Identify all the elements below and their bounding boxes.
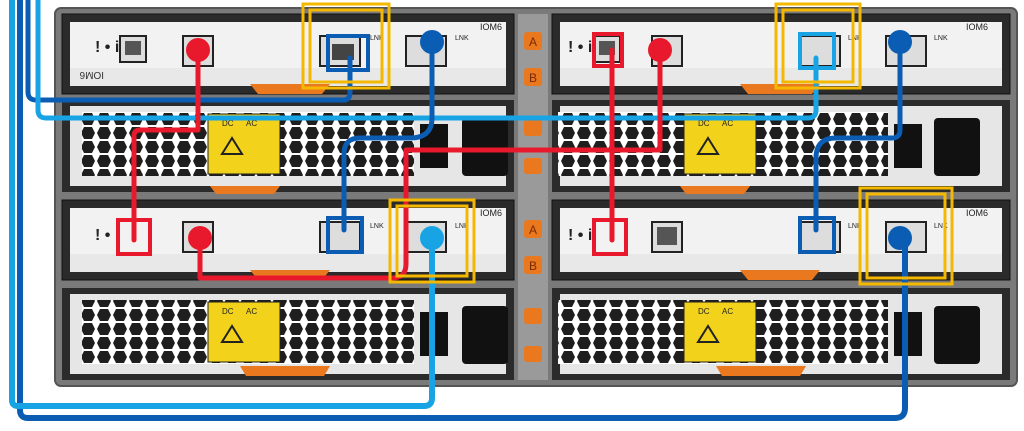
dark-blue-cable-3: [813, 39, 903, 233]
dark-blue-cable-outer: [17, 0, 908, 421]
highlight-boxes: [301, 2, 954, 286]
port-label: LNK: [848, 223, 862, 230]
port-label: LNK: [455, 223, 469, 230]
iom-label: IOM6: [966, 22, 988, 32]
power-inlet-icon: [462, 306, 508, 364]
psu-bottom-left: DC AC: [62, 288, 514, 380]
shelf-id-b-lower: B: [524, 256, 542, 274]
psu-bottom-right: DC AC: [552, 288, 1010, 380]
port-label: LNK: [370, 223, 384, 230]
iom-label: IOM6: [966, 208, 988, 218]
light-blue-cable-outer: [9, 0, 435, 409]
shelf-id-b: B: [524, 68, 542, 86]
shelf-id-markers: A B A B: [524, 32, 542, 362]
svg-text:IOM6: IOM6: [79, 69, 104, 80]
svg-text:AC: AC: [246, 307, 257, 316]
shelf-id-b-text: B: [529, 71, 537, 85]
warning-triangle-icon: [696, 324, 720, 343]
iom-label: IOM6: [480, 22, 502, 32]
svg-text:DC: DC: [698, 119, 710, 128]
psu-top-right: DC AC: [552, 100, 1010, 194]
svg-text:AC: AC: [722, 307, 733, 316]
port-label: LNK: [934, 223, 948, 230]
red-cable-1: [131, 47, 201, 243]
shelf-id-b-lower-text: B: [529, 259, 537, 273]
dark-blue-cable-top: [25, 0, 353, 103]
iom-module-bottom-right: ! • i IOM6 LNK LNK: [551, 199, 1011, 281]
warning-triangle-icon: [220, 324, 244, 343]
shelf-id-a: A: [524, 32, 542, 50]
iom-module-top-right: ! • i IOM6 LNK LNK: [551, 13, 1011, 95]
iom-label: IOM6: [480, 208, 502, 218]
port-label: LNK: [455, 35, 469, 42]
svg-text:! • i: ! • i: [568, 39, 592, 56]
power-switch-icon: [420, 124, 448, 168]
cable-connectors: [116, 30, 912, 256]
svg-text:AC: AC: [246, 119, 257, 128]
shelf-id-a-lower: A: [524, 220, 542, 238]
warning-triangle-icon: [220, 136, 244, 155]
svg-text:DC: DC: [222, 307, 234, 316]
svg-text:! • i: ! • i: [95, 227, 119, 244]
light-blue-cable-top: [35, 0, 819, 121]
power-inlet-icon: [462, 118, 508, 176]
psu-top-left: DC AC: [62, 100, 514, 194]
power-inlet-icon: [934, 306, 980, 364]
port-label: LNK: [934, 35, 948, 42]
port-label: LNK: [848, 35, 862, 42]
svg-text:DC: DC: [222, 119, 234, 128]
network-port-icon: [119, 35, 147, 63]
svg-text:! • i: ! • i: [95, 39, 119, 56]
shelf-id-a-text: A: [529, 35, 537, 49]
svg-text:! • i: ! • i: [568, 227, 592, 244]
shelf-id-a-lower-text: A: [529, 223, 537, 237]
power-inlet-icon: [934, 118, 980, 176]
svg-text:DC: DC: [698, 307, 710, 316]
svg-text:AC: AC: [722, 119, 733, 128]
warning-triangle-icon: [696, 136, 720, 155]
iom-module-bottom-left: ! • i IOM6 LNK LNK: [61, 199, 515, 281]
iom-module-top-left: ! • i IOM6 IOM6 LNK LNK: [61, 13, 515, 95]
dark-blue-cable-2: [341, 39, 435, 233]
port-label: LNK: [370, 35, 384, 42]
